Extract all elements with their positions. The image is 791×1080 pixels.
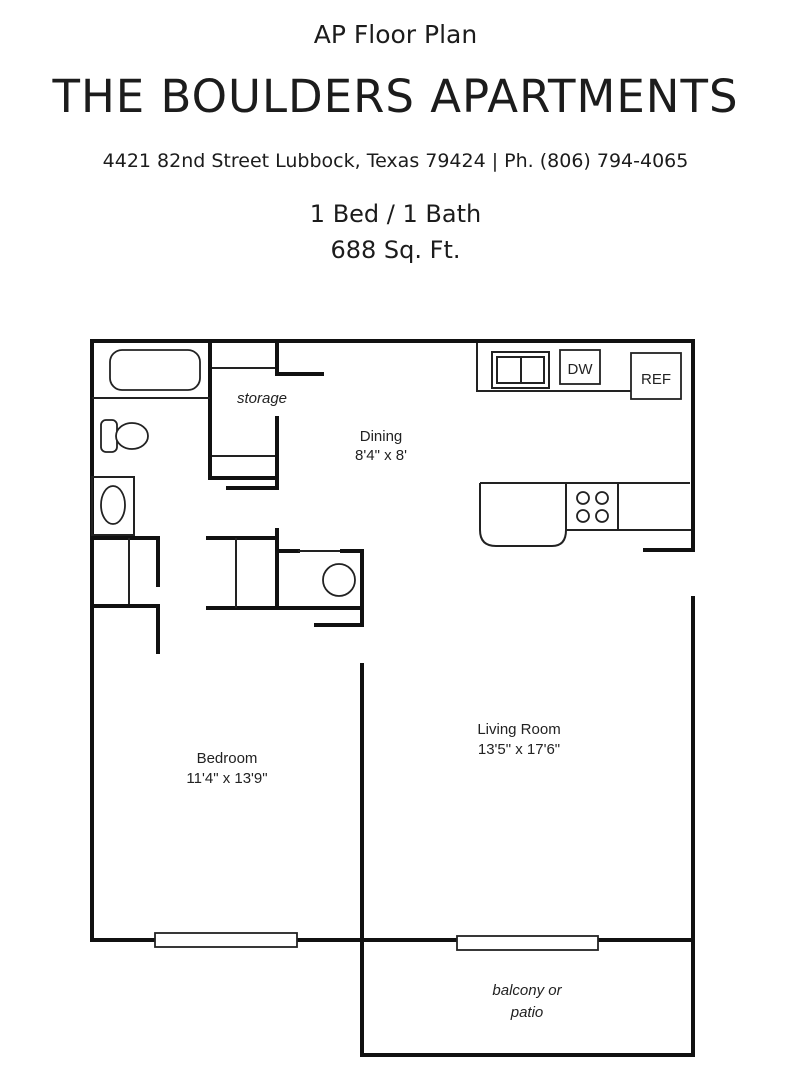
balcony-label-line1: balcony or: [492, 982, 562, 999]
refrigerator-icon: [630, 352, 682, 400]
living-room-window: [456, 935, 599, 951]
bedroom-label: Bedroom: [197, 750, 258, 767]
dining-label: Dining: [360, 428, 403, 445]
kitchen-sink-icon: [491, 351, 550, 389]
exterior-walls: [90, 339, 695, 1057]
kitchen: DW REF: [476, 343, 695, 552]
dishwasher-label: DW: [568, 361, 594, 378]
toilet-tank-icon: [100, 419, 118, 453]
vanity: [91, 476, 135, 536]
balcony-label-line2: patio: [510, 1004, 544, 1021]
refrigerator-label: REF: [641, 371, 671, 388]
dining-dimensions: 8'4" x 8': [355, 447, 407, 464]
sink-icon: [100, 485, 126, 525]
stove-icon: [576, 491, 609, 523]
property-address: 4421 82nd Street Lubbock, Texas 79424 | …: [102, 150, 689, 172]
bedroom-dimensions: 11'4" x 13'9": [186, 770, 267, 787]
living-room-label: Living Room: [477, 721, 560, 738]
water-heater-icon: [322, 563, 356, 597]
storage-label: storage: [237, 390, 287, 407]
toilet-bowl-icon: [115, 422, 149, 450]
square-footage: 688 Sq. Ft.: [330, 236, 461, 264]
bathroom: [91, 339, 277, 536]
storage-closet: [212, 339, 324, 490]
property-title: THE BOULDERS APARTMENTS: [52, 70, 739, 123]
dishwasher-icon: [559, 349, 601, 385]
bedroom-window: [154, 932, 298, 948]
hall-closets: [90, 528, 364, 654]
bathtub-icon: [109, 349, 201, 391]
unit-type: 1 Bed / 1 Bath: [309, 200, 482, 228]
plan-subtitle: AP Floor Plan: [313, 20, 478, 49]
living-room-dimensions: 13'5" x 17'6": [478, 741, 560, 758]
